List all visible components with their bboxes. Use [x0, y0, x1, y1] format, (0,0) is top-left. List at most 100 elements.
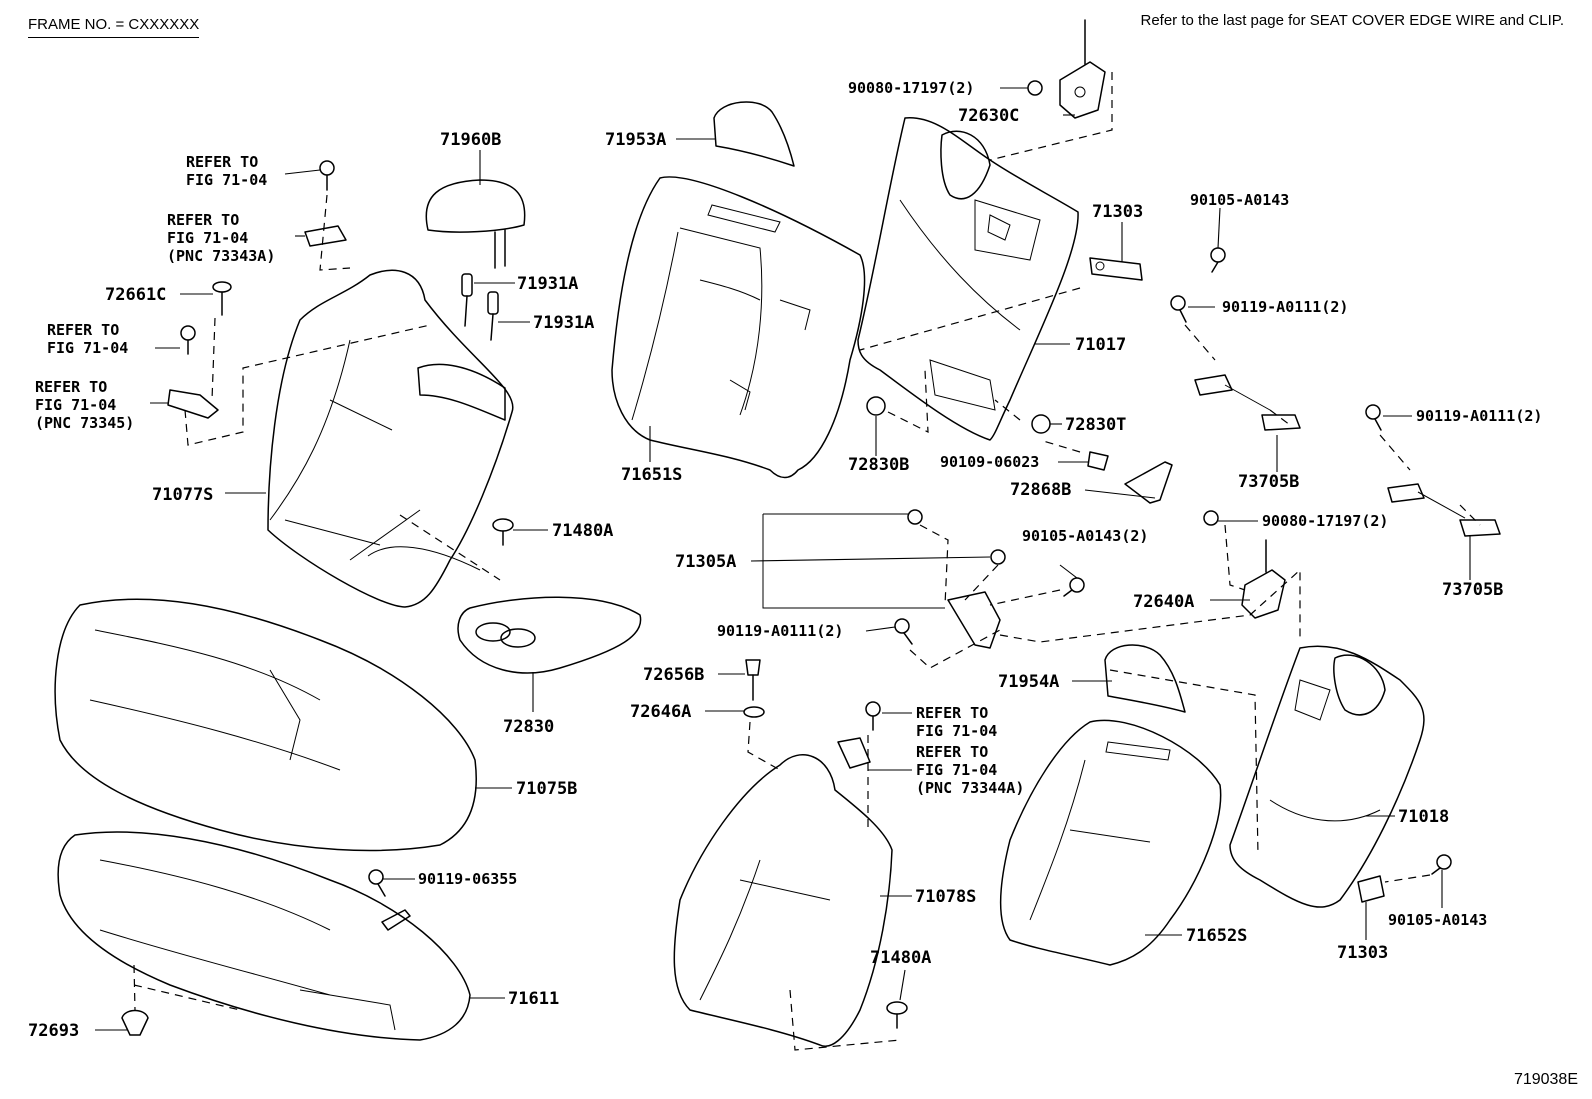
label-71303-top: 71303	[1092, 202, 1143, 222]
label-71303-b: 71303	[1337, 943, 1388, 963]
headrest-guide-71931a	[461, 273, 499, 341]
bracket-73705b-a	[1194, 374, 1301, 431]
label-72868b: 72868B	[1010, 480, 1071, 500]
label-72830t: 72830T	[1065, 415, 1126, 435]
bolt-icon	[1431, 854, 1452, 875]
refer-note-4-line3: (PNC 73345)	[35, 414, 134, 432]
clip-71480a	[492, 518, 514, 546]
refer-note-2-line1: REFER TO	[167, 211, 239, 229]
label-90080-17197-b: 90080-17197(2)	[1262, 512, 1388, 530]
bolt-icon	[1210, 247, 1226, 273]
assembly-lines	[133, 72, 1481, 1051]
strap-71303	[1357, 875, 1385, 903]
bolt-icon	[1365, 404, 1382, 431]
refer-note-3-line1: REFER TO	[47, 321, 119, 339]
guide-72656b	[745, 659, 761, 701]
bolt-icon	[865, 701, 881, 731]
seat-cushion-cover-71075b	[54, 598, 477, 852]
frame-number: FRAME NO. = CXXXXXX	[28, 16, 200, 38]
headrest-cover-71954a	[1104, 644, 1186, 713]
figure-number: 719038E	[1513, 1071, 1578, 1088]
label-71480a-a: 71480A	[552, 521, 613, 541]
hook-71611	[381, 909, 411, 931]
bolt-icon	[1170, 295, 1187, 323]
label-72630c: 72630C	[958, 106, 1019, 126]
bracket-73705b-b	[1387, 483, 1501, 537]
refer-note-2-line3: (PNC 73343A)	[167, 247, 275, 265]
label-90109-06023: 90109-06023	[940, 453, 1039, 471]
seatback-frame-71017	[857, 117, 1079, 441]
label-72830b: 72830B	[848, 455, 909, 475]
label-71960b: 71960B	[440, 130, 501, 150]
label-72656b: 72656B	[643, 665, 704, 685]
headrest-cover-71953a	[713, 101, 795, 167]
leader-lines	[95, 87, 1471, 1031]
cover-72868b	[1124, 461, 1173, 504]
refer-note-1-line2: FIG 71-04	[186, 171, 267, 189]
label-71075b: 71075B	[516, 779, 577, 799]
label-71652s: 71652S	[1186, 926, 1247, 946]
label-90105-a0143-2: 90105-A0143(2)	[1022, 527, 1148, 545]
clip-72646a	[743, 706, 765, 718]
label-90105-a0143-b: 90105-A0143	[1388, 911, 1487, 929]
label-71018: 71018	[1398, 807, 1449, 827]
label-73705b-a: 73705B	[1238, 472, 1299, 492]
refer-note-4-line2: FIG 71-04	[35, 396, 116, 414]
label-72640a: 72640A	[1133, 592, 1194, 612]
seatback-cover-71652s	[999, 719, 1222, 966]
cap-72830t	[1031, 414, 1051, 434]
label-72693: 72693	[28, 1021, 79, 1041]
bolt-icon	[180, 325, 196, 355]
label-72830: 72830	[503, 717, 554, 737]
bracket-box	[762, 513, 945, 609]
seatback-cover-71078s	[673, 754, 893, 1047]
label-71077s: 71077S	[152, 485, 213, 505]
seatback-cover-71651s	[611, 176, 866, 479]
bolt-icon	[1063, 577, 1085, 597]
refer-note-6-line1: REFER TO	[916, 743, 988, 761]
refer-note-4-line1: REFER TO	[35, 378, 107, 396]
label-71931a-a: 71931A	[517, 274, 578, 294]
label-71480a-b: 71480A	[870, 948, 931, 968]
nut-90080-17197	[1027, 80, 1043, 96]
strap-71303	[1089, 257, 1143, 281]
cap-72830b	[866, 396, 886, 416]
label-72661c: 72661C	[105, 285, 166, 305]
label-71931a-b: 71931A	[533, 313, 594, 333]
bracket-plate	[947, 591, 1001, 649]
label-72646a: 72646A	[630, 702, 691, 722]
label-90119-a0111-a: 90119-A0111(2)	[1222, 298, 1348, 316]
seatback-frame-71018	[1229, 645, 1425, 908]
label-73705b-b: 73705B	[1442, 580, 1503, 600]
part-labels: 71960B 71953A 90080-17197(2) 72630C 7130…	[28, 79, 1542, 1041]
bolt-icon	[368, 869, 386, 897]
label-90080-17197-top: 90080-17197(2)	[848, 79, 974, 97]
headrest-71960b	[425, 179, 526, 269]
label-71017: 71017	[1075, 335, 1126, 355]
seatback-cover-71077s	[267, 269, 514, 608]
label-71953a: 71953A	[605, 130, 666, 150]
bushing-71305a	[907, 509, 923, 525]
bracket-73344a	[837, 737, 871, 769]
armrest-72830	[457, 596, 642, 674]
bolt-90109-06023	[1087, 451, 1109, 471]
clip-71480a	[886, 1001, 908, 1029]
bracket-73343a	[304, 225, 347, 247]
refer-note-5-line2: FIG 71-04	[916, 722, 997, 740]
label-90119-06355: 90119-06355	[418, 870, 517, 888]
label-71611: 71611	[508, 989, 559, 1009]
nut-90080-17197	[1203, 510, 1219, 526]
bushing-71305a	[990, 549, 1006, 565]
seat-cushion-pad-71611	[57, 831, 471, 1041]
label-71954a: 71954A	[998, 672, 1059, 692]
bracket-73345	[167, 389, 219, 419]
bolt-icon	[319, 160, 335, 191]
refer-note-3-line2: FIG 71-04	[47, 339, 128, 357]
label-71651s: 71651S	[621, 465, 682, 485]
refer-note-1-line1: REFER TO	[186, 153, 258, 171]
refer-note-5-line1: REFER TO	[916, 704, 988, 722]
label-90119-a0111-b: 90119-A0111(2)	[1416, 407, 1542, 425]
hook-72693	[121, 1009, 149, 1036]
hinge-72640a	[1241, 539, 1286, 619]
